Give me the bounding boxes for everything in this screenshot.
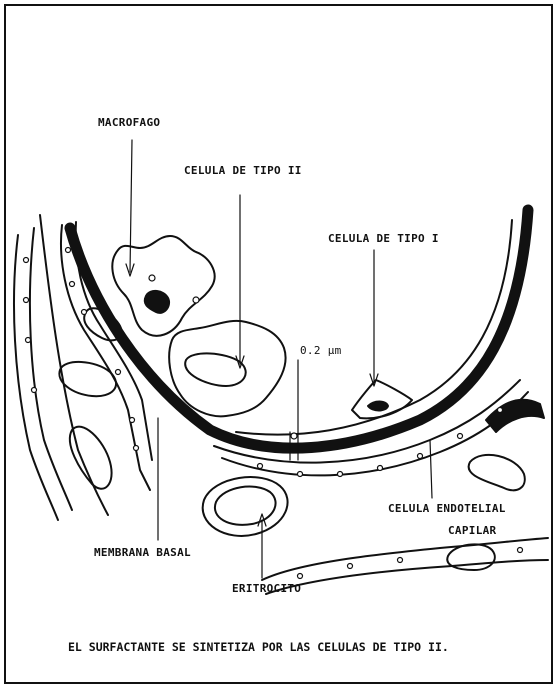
nucleus: [291, 433, 297, 439]
nucleus: [24, 258, 29, 263]
nucleus: [32, 388, 37, 393]
macrophage-inner: [145, 291, 169, 313]
nucleus: [116, 370, 121, 375]
label-capilar: CAPILAR: [448, 524, 496, 537]
leader-endotelial: [430, 440, 432, 498]
nucleus: [149, 275, 155, 281]
nucleus: [298, 472, 303, 477]
label-celula-tipo-i: CELULA DE TIPO I: [328, 232, 439, 245]
label-macrofago: MACROFAGO: [98, 116, 160, 129]
nucleus: [24, 298, 29, 303]
nucleus: [134, 446, 139, 451]
right-wedge: [486, 400, 544, 432]
nucleus: [130, 418, 135, 423]
nucleus: [193, 297, 199, 303]
nucleus: [66, 248, 71, 253]
nucleus: [418, 454, 423, 459]
figure-caption: EL SURFACTANTE SE SINTETIZA POR LAS CELU…: [68, 640, 449, 654]
nucleus: [258, 464, 263, 469]
leader-macrofago: [130, 140, 132, 272]
type-i-nucleus: [368, 402, 388, 411]
nucleus: [378, 466, 383, 471]
label-celula-endotelial: CELULA ENDOTELIAL: [388, 502, 506, 515]
basal-membrane: [70, 210, 528, 448]
nucleus: [458, 434, 463, 439]
capillary: [262, 538, 548, 580]
nucleus: [82, 310, 87, 315]
label-scale: 0.2 μm: [300, 344, 342, 357]
nucleus: [498, 408, 503, 413]
nucleus: [398, 558, 403, 563]
label-celula-tipo-ii: CELULA DE TIPO II: [184, 164, 302, 177]
label-eritrocito: ERITROCITO: [232, 582, 301, 595]
nucleus: [26, 338, 31, 343]
erythrocyte-inner: [215, 487, 276, 525]
nucleus: [518, 548, 523, 553]
type-i-cell: [352, 380, 412, 418]
macrophage: [112, 236, 214, 336]
left-wall-strip: [14, 235, 58, 520]
label-membrana-basal: MEMBRANA BASAL: [94, 546, 191, 559]
nucleus: [298, 574, 303, 579]
right-oval: [469, 455, 525, 490]
nucleus: [338, 472, 343, 477]
nucleus: [348, 564, 353, 569]
capillary-cell: [447, 544, 495, 570]
nucleus: [70, 282, 75, 287]
